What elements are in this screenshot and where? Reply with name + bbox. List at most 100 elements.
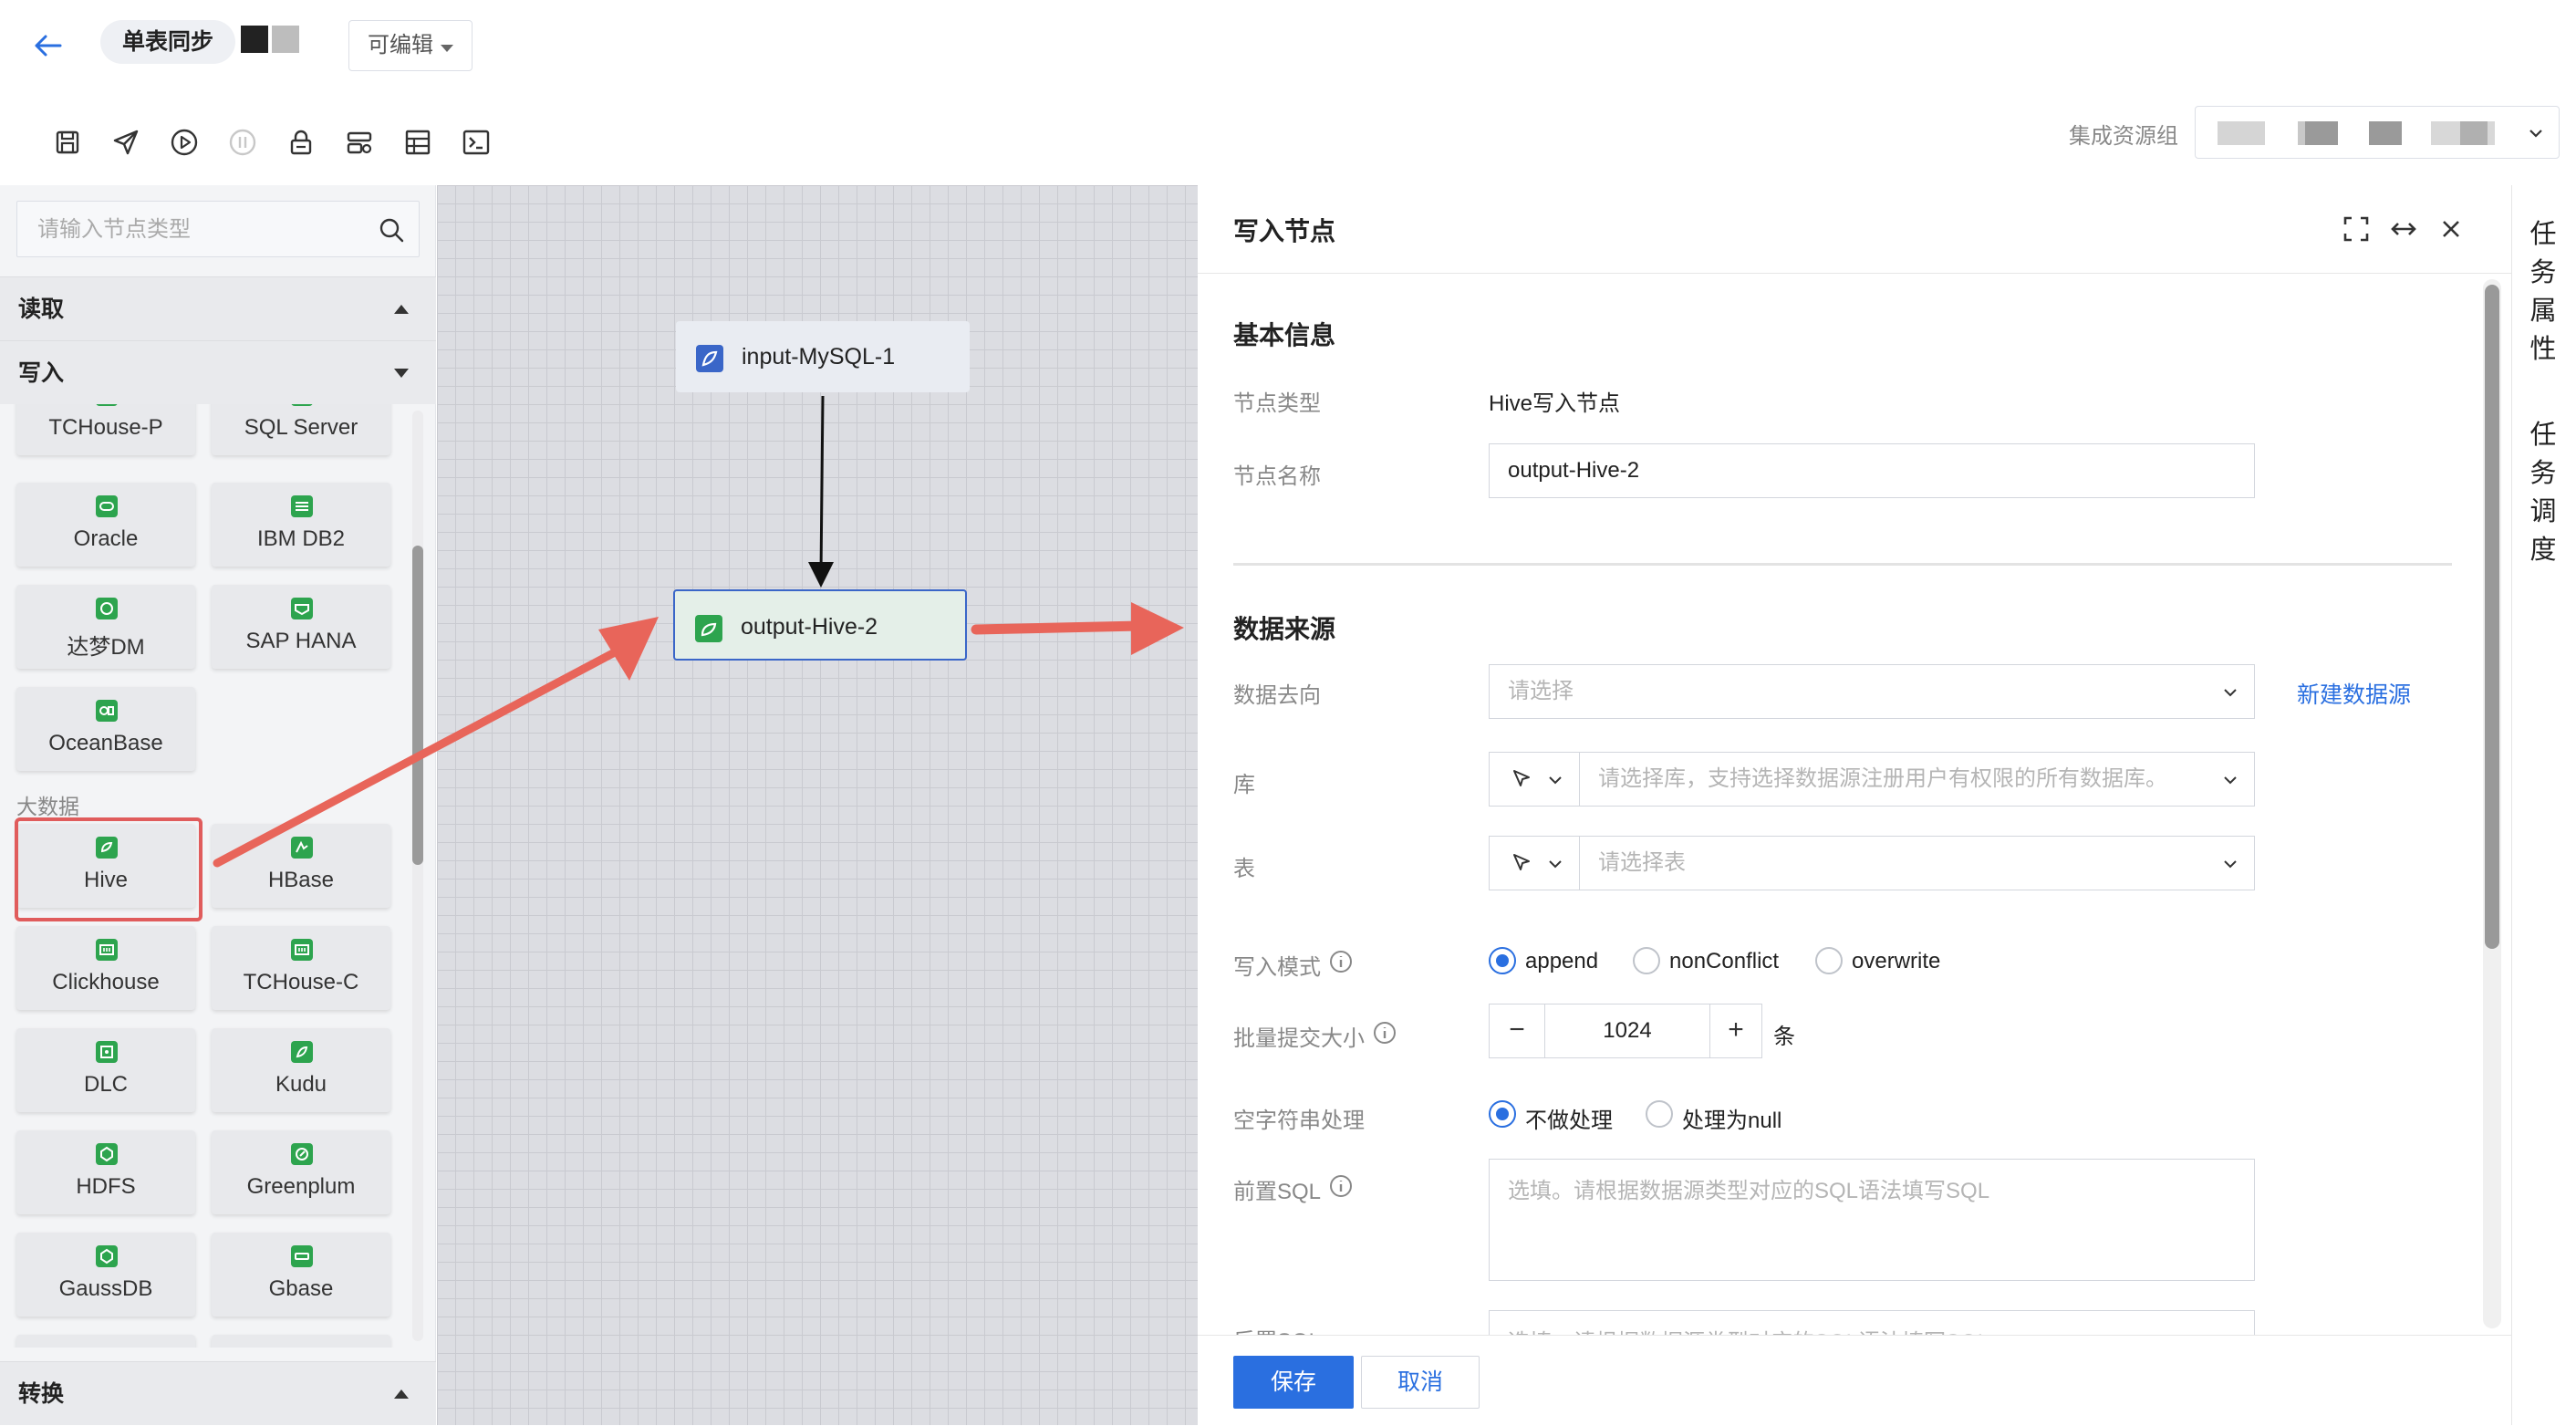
write-mode-overwrite-radio[interactable] xyxy=(1815,947,1843,974)
close-panel-button[interactable] xyxy=(2436,213,2467,245)
empty-ignore-radio[interactable] xyxy=(1489,1100,1516,1128)
palette-scrollbar-thumb[interactable] xyxy=(412,546,423,865)
node-card-tchouse-p[interactable]: TCHouse-P xyxy=(16,404,195,455)
back-button[interactable] xyxy=(27,26,68,66)
node-card-dlc[interactable]: DLC xyxy=(16,1028,195,1112)
target-datasource-select[interactable]: 请选择 xyxy=(1489,664,2255,719)
annotation-arrows xyxy=(213,602,1184,868)
section-transform[interactable]: 转换 xyxy=(0,1361,436,1425)
lock-tool-button[interactable] xyxy=(285,126,317,159)
tab-task-scheduling[interactable]: 任 务 调 度 xyxy=(2529,416,2558,569)
info-icon[interactable] xyxy=(1328,1173,1354,1199)
table-mode-select[interactable] xyxy=(1489,836,1580,890)
gbase-icon xyxy=(291,1245,313,1267)
empty-string-label: 空字符串处理 xyxy=(1233,1109,1365,1133)
info-icon[interactable] xyxy=(1372,1020,1397,1046)
empty-ignore-label: 不做处理 xyxy=(1525,1109,1613,1133)
pause-icon xyxy=(229,129,256,156)
sap-hana-icon xyxy=(291,598,313,619)
palette-scrollbar[interactable] xyxy=(412,411,423,1341)
decrement-button[interactable]: − xyxy=(1509,1015,1525,1045)
node-card-label: IBM DB2 xyxy=(256,526,346,551)
node-card-oracle[interactable]: Oracle xyxy=(16,483,195,567)
tab-task-properties[interactable]: 任 务 属 性 xyxy=(2529,215,2558,369)
save-button[interactable]: 保存 xyxy=(1233,1356,1354,1409)
node-card-kudu[interactable]: Kudu xyxy=(212,1028,390,1112)
node-list: TCHouse-P SQL Server Oracle IBM DB2 达梦DM… xyxy=(0,404,436,1348)
node-card-hdfs[interactable]: HDFS xyxy=(16,1130,195,1214)
write-mode-nonconflict-label: nonConflict xyxy=(1669,949,1780,973)
node-card-partial[interactable] xyxy=(16,1335,195,1348)
node-card-greenplum[interactable]: Greenplum xyxy=(212,1130,390,1214)
db-mode-select[interactable] xyxy=(1489,752,1580,807)
post-sql-label: 后置SQL xyxy=(1233,1323,1321,1335)
node-card-ibm-db2[interactable]: IBM DB2 xyxy=(212,483,390,567)
save-tool-button[interactable] xyxy=(51,126,84,159)
resource-group-select[interactable] xyxy=(2195,106,2560,159)
section-read[interactable]: 读取 xyxy=(0,276,436,340)
table-tool-button[interactable] xyxy=(401,126,434,159)
edit-mode-select[interactable]: 可编辑 xyxy=(348,20,473,71)
node-card-oceanbase[interactable]: OceanBase xyxy=(16,687,195,771)
node-card-sql-server[interactable]: SQL Server xyxy=(212,404,390,455)
info-icon[interactable] xyxy=(1328,949,1354,974)
version-tool-button[interactable] xyxy=(343,126,376,159)
write-mode-nonconflict-radio[interactable] xyxy=(1633,947,1660,974)
datasource-title: 数据来源 xyxy=(1233,615,1336,643)
node-name-input[interactable]: output-Hive-2 xyxy=(1489,443,2255,498)
node-card-hbase[interactable]: HBase xyxy=(212,824,390,908)
write-mode-append-radio[interactable] xyxy=(1489,947,1516,974)
tchouse-p-icon xyxy=(96,404,118,406)
kudu-icon xyxy=(291,1041,313,1063)
panel-scrollbar[interactable] xyxy=(2483,279,2501,1328)
fullscreen-button[interactable] xyxy=(2341,213,2372,245)
node-card-label: SAP HANA xyxy=(245,629,357,653)
expand-width-button[interactable] xyxy=(2388,213,2419,245)
table-select[interactable]: 请选择表 xyxy=(1579,836,2255,890)
increment-button[interactable]: + xyxy=(1728,1015,1744,1045)
post-sql-textarea[interactable]: 选填。请根据数据源类型对应的SQL语法填写SQL xyxy=(1489,1310,2255,1335)
publish-tool-button[interactable] xyxy=(109,126,142,159)
node-card-partial[interactable] xyxy=(212,1335,390,1348)
node-card-gbase[interactable]: Gbase xyxy=(212,1233,390,1317)
tab-char: 调 xyxy=(2529,497,2557,526)
ibm-db2-icon xyxy=(291,495,313,517)
hive-icon xyxy=(96,837,118,859)
section-read-label: 读取 xyxy=(18,297,65,322)
pre-sql-label: 前置SQL xyxy=(1233,1180,1322,1204)
node-type-value: Hive写入节点 xyxy=(1489,391,1621,416)
node-card-hive[interactable]: Hive xyxy=(16,824,195,908)
caret-up-icon xyxy=(394,305,409,314)
side-tab-strip xyxy=(2511,185,2576,1425)
caret-down-icon xyxy=(394,369,409,378)
cancel-button[interactable]: 取消 xyxy=(1361,1356,1480,1409)
db-select[interactable]: 请选择库，支持选择数据源注册用户有权限的所有数据库。 xyxy=(1579,752,2255,807)
node-card-dameng[interactable]: 达梦DM xyxy=(16,585,195,669)
empty-null-radio[interactable] xyxy=(1646,1100,1673,1128)
pause-tool-button[interactable] xyxy=(226,126,259,159)
search-icon[interactable] xyxy=(377,215,406,245)
hive-highlight-box xyxy=(15,817,203,921)
new-datasource-link[interactable]: 新建数据源 xyxy=(2297,682,2412,708)
node-card-sap-hana[interactable]: SAP HANA xyxy=(212,585,390,669)
table-placeholder: 请选择表 xyxy=(1598,850,1686,875)
basic-info-title: 基本信息 xyxy=(1233,321,1336,349)
node-search-input[interactable] xyxy=(17,202,377,258)
batch-size-value[interactable]: 1024 xyxy=(1544,1004,1710,1057)
run-tool-button[interactable] xyxy=(168,126,201,159)
node-card-clickhouse[interactable]: Clickhouse xyxy=(16,926,195,1010)
flow-node-input-mysql[interactable]: input-MySQL-1 xyxy=(676,321,970,392)
node-search xyxy=(16,201,420,258)
panel-scrollbar-thumb[interactable] xyxy=(2485,285,2499,949)
section-write[interactable]: 写入 xyxy=(0,340,436,404)
close-icon xyxy=(2443,221,2459,237)
lock-icon xyxy=(290,130,312,155)
redacted-block xyxy=(2305,121,2338,145)
node-card-tchouse-c[interactable]: TCHouse-C xyxy=(212,926,390,1010)
flow-node-output-hive[interactable]: output-Hive-2 xyxy=(673,589,967,661)
node-card-gaussdb[interactable]: GaussDB xyxy=(16,1233,195,1317)
save-icon xyxy=(56,130,79,154)
terminal-tool-button[interactable] xyxy=(460,126,493,159)
node-card-label: Greenplum xyxy=(246,1174,356,1199)
pre-sql-textarea[interactable]: 选填。请根据数据源类型对应的SQL语法填写SQL xyxy=(1489,1159,2255,1281)
